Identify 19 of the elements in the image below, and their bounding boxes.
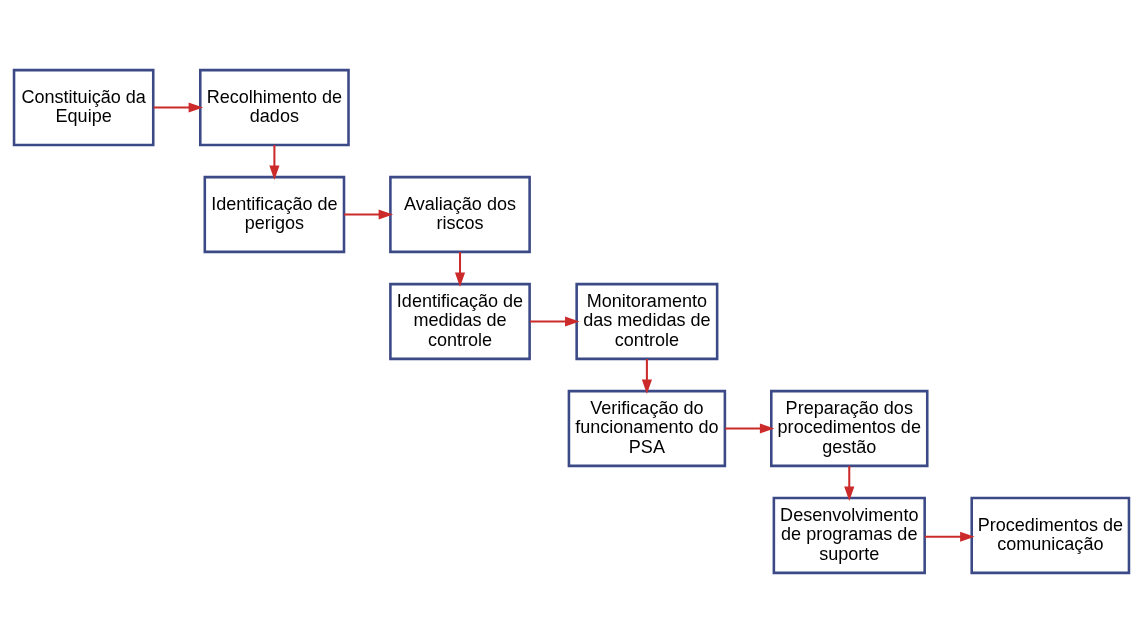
node-box: Avaliação dos riscos (389, 175, 531, 253)
arrow (844, 465, 855, 501)
arrow (641, 358, 652, 394)
node-box: Verificação do funcionamento do PSA (567, 389, 727, 467)
node-box: Identificação de medidas de controle (389, 282, 531, 360)
arrow (269, 144, 280, 180)
arrow (454, 251, 466, 287)
node-box: Preparação dos procedimentos de gestão (770, 389, 929, 467)
arrow (344, 208, 394, 220)
node-box: Desenvolvimento de programas de suporte (772, 496, 926, 574)
node-box: Procedimentos de comunicação (970, 496, 1131, 574)
arrow (924, 531, 975, 542)
node-box: Identificação de perigos (203, 175, 346, 253)
node-box: Constituição da Equipe (12, 68, 155, 146)
node-box: Recolhimento de dados (199, 68, 350, 146)
arrow (530, 315, 580, 327)
arrow (725, 422, 775, 434)
node-box: Monitoramento das medidas de controle (575, 282, 719, 360)
arrow (153, 101, 204, 113)
